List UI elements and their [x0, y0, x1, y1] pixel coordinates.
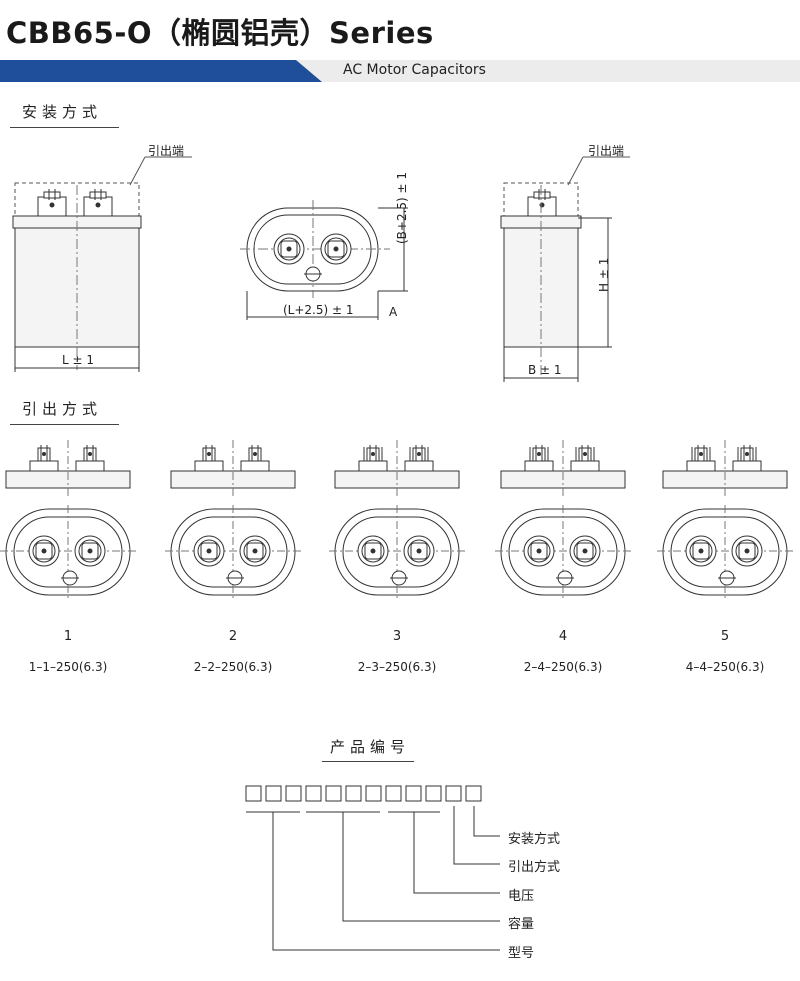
part-number-label-voltage: 电压: [508, 889, 535, 904]
part-number-box: [365, 785, 382, 802]
section-underline: [322, 761, 414, 762]
part-number-box: [385, 785, 402, 802]
terminal-style-code: 2–4–250(6.3): [523, 660, 603, 674]
dimension-label-length-top: (L+2.5) ± 1: [283, 303, 354, 317]
terminal-style-number: 1: [63, 629, 73, 644]
part-number-label-terminal: 引出方式: [508, 860, 561, 875]
part-number-box: [405, 785, 422, 802]
section-underline: [10, 127, 119, 128]
terminal-label: 引出端: [588, 144, 625, 158]
part-number-box: [345, 785, 362, 802]
terminal-style-code: 1–1–250(6.3): [28, 660, 108, 674]
terminal-style-number: 3: [392, 629, 402, 644]
top-view-drawing: [240, 200, 408, 320]
part-number-label-capacitance: 容量: [508, 917, 535, 932]
part-number-label-model: 型号: [508, 946, 535, 961]
side-view-drawing: [12, 156, 192, 372]
part-number-box: [265, 785, 282, 802]
part-number-box: [465, 785, 482, 802]
page-subtitle: AC Motor Capacitors: [343, 62, 486, 78]
part-number-box: [305, 785, 322, 802]
part-number-box: [245, 785, 262, 802]
terminal-style-number: 4: [558, 629, 568, 644]
part-number-box: [425, 785, 442, 802]
part-number-label-mounting: 安装方式: [508, 832, 561, 847]
section-underline: [10, 424, 119, 425]
section-heading-mounting: 安装方式: [22, 103, 103, 121]
part-number-box: [285, 785, 302, 802]
terminal-style-code: 4–4–250(6.3): [685, 660, 765, 674]
terminal-style-number: 2: [228, 629, 238, 644]
view-label-a: A: [389, 305, 398, 319]
terminal-style-drawings: [0, 440, 793, 600]
section-heading-terminals: 引出方式: [22, 400, 103, 418]
section-heading-part-number: 产品编号: [330, 738, 411, 756]
page-title: CBB65-O（椭圆铝壳）Series: [6, 16, 434, 50]
part-number-box: [445, 785, 462, 802]
part-number-box: [325, 785, 342, 802]
title-banner: [0, 60, 800, 82]
terminal-style-code: 2–2–250(6.3): [193, 660, 273, 674]
part-number-diagram: [245, 785, 500, 951]
terminal-style-code: 2–3–250(6.3): [357, 660, 437, 674]
end-view-drawing: [500, 156, 630, 382]
terminal-label: 引出端: [148, 144, 185, 158]
dimension-label-length: L ± 1: [62, 353, 95, 367]
dimension-label-width: B ± 1: [528, 363, 562, 377]
terminal-style-number: 5: [720, 629, 730, 644]
